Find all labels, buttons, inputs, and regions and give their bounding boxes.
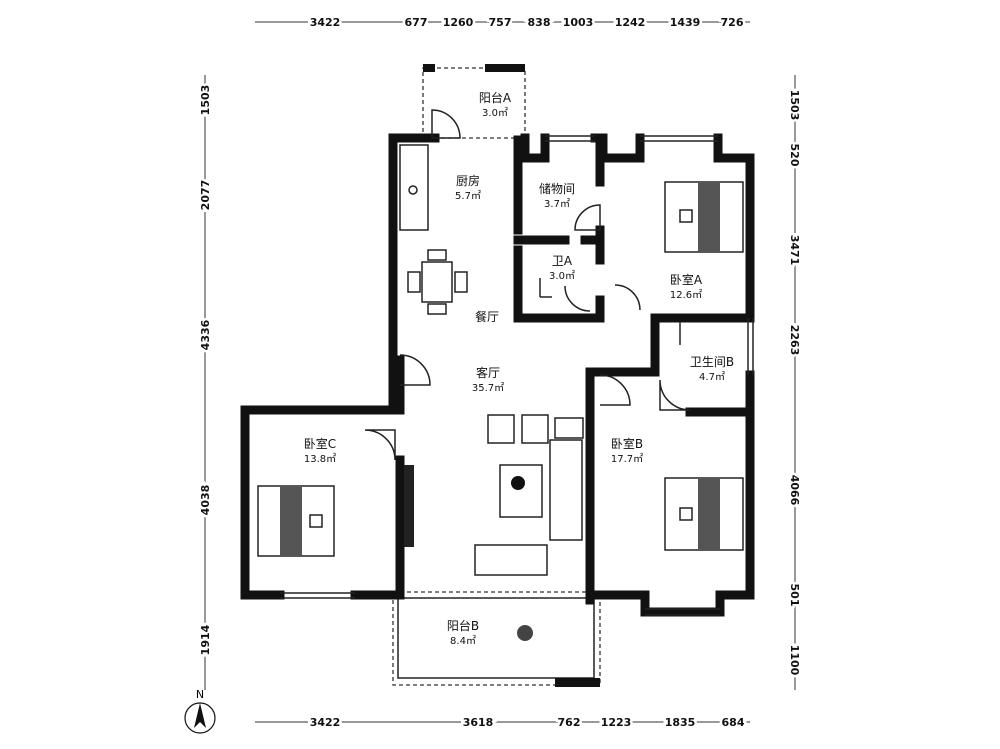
- balcony-a-outline: [422, 67, 526, 139]
- tv-cabinet: [404, 465, 414, 547]
- room-area: 13.8㎡: [304, 453, 336, 465]
- wall-segment: [423, 64, 435, 72]
- dimension-label-right: 1503: [788, 90, 801, 121]
- dimension-label-bottom: 1223: [601, 716, 632, 729]
- walls: [240, 133, 755, 617]
- dimension-label-left: 4336: [199, 319, 212, 350]
- dimension-label-right: 2263: [788, 325, 801, 356]
- room-area: 12.6㎡: [670, 289, 702, 301]
- plant-icon: [517, 625, 533, 641]
- room-area: 3.7㎡: [544, 198, 570, 210]
- room-area: 4.7㎡: [699, 371, 725, 383]
- room-area: 3.0㎡: [482, 107, 508, 119]
- dimension-label-top: 838: [528, 16, 551, 29]
- doors: [364, 109, 691, 461]
- room-name: 客厅: [476, 365, 500, 380]
- balcony-b-rail: [397, 597, 595, 679]
- dimension-label-top: 757: [489, 16, 512, 29]
- kitchen-counter: [399, 144, 429, 231]
- room-name: 卧室A: [670, 272, 703, 287]
- dimension-label-top: 1242: [615, 16, 646, 29]
- dimension-label-right: 1100: [788, 645, 801, 676]
- dimension-label-top: 1439: [670, 16, 701, 29]
- room-area: 17.7㎡: [611, 453, 643, 465]
- compass-label: N: [196, 688, 204, 701]
- windows: [280, 135, 754, 616]
- room-area: 3.0㎡: [549, 270, 575, 282]
- room-area: 8.4㎡: [450, 635, 476, 647]
- dimension-label-top: 1003: [563, 16, 594, 29]
- dimension-label-left: 2077: [199, 180, 212, 211]
- north-compass-icon: N: [184, 688, 216, 734]
- room-name: 厨房: [456, 173, 480, 188]
- wall-segment: [485, 64, 525, 72]
- dimension-label-left: 1914: [199, 624, 212, 655]
- room-name: 卫生间B: [690, 355, 734, 369]
- dimension-label-right: 3471: [788, 235, 801, 266]
- dimension-label-bottom: 762: [558, 716, 581, 729]
- room-name: 阳台A: [479, 90, 512, 105]
- dining-table: [407, 249, 468, 315]
- dimension-label-bottom: 684: [722, 716, 745, 729]
- dimension-label-top: 677: [405, 16, 428, 29]
- sofa-set: [474, 414, 584, 576]
- room-name: 储物间: [539, 181, 575, 196]
- dimension-label-top: 3422: [310, 16, 341, 29]
- dimension-label-bottom: 1835: [665, 716, 696, 729]
- dimension-label-top: 726: [721, 16, 744, 29]
- room-name: 阳台B: [447, 618, 479, 633]
- dimension-label-top: 1260: [443, 16, 474, 29]
- wall-segment: [555, 678, 600, 687]
- room-area: 35.7㎡: [472, 382, 504, 394]
- dimension-label-right: 520: [788, 144, 801, 167]
- bed-c: [257, 485, 335, 557]
- bed-a: [664, 181, 744, 253]
- dimension-label-bottom: 3618: [463, 716, 494, 729]
- dimension-label-right: 501: [788, 584, 801, 607]
- dimension-label-left: 4038: [199, 485, 212, 516]
- room-name: 卧室C: [304, 436, 336, 451]
- balcony-b-outline: [392, 591, 601, 686]
- room-area: 5.7㎡: [455, 190, 481, 202]
- room-name: 卧室B: [611, 436, 643, 451]
- dimension-label-right: 4066: [788, 475, 801, 506]
- room-name: 餐厅: [475, 309, 499, 324]
- room-name: 卫A: [552, 254, 573, 268]
- dimension-label-bottom: 3422: [310, 716, 341, 729]
- dimension-label-left: 1503: [199, 85, 212, 116]
- bed-b: [664, 477, 744, 551]
